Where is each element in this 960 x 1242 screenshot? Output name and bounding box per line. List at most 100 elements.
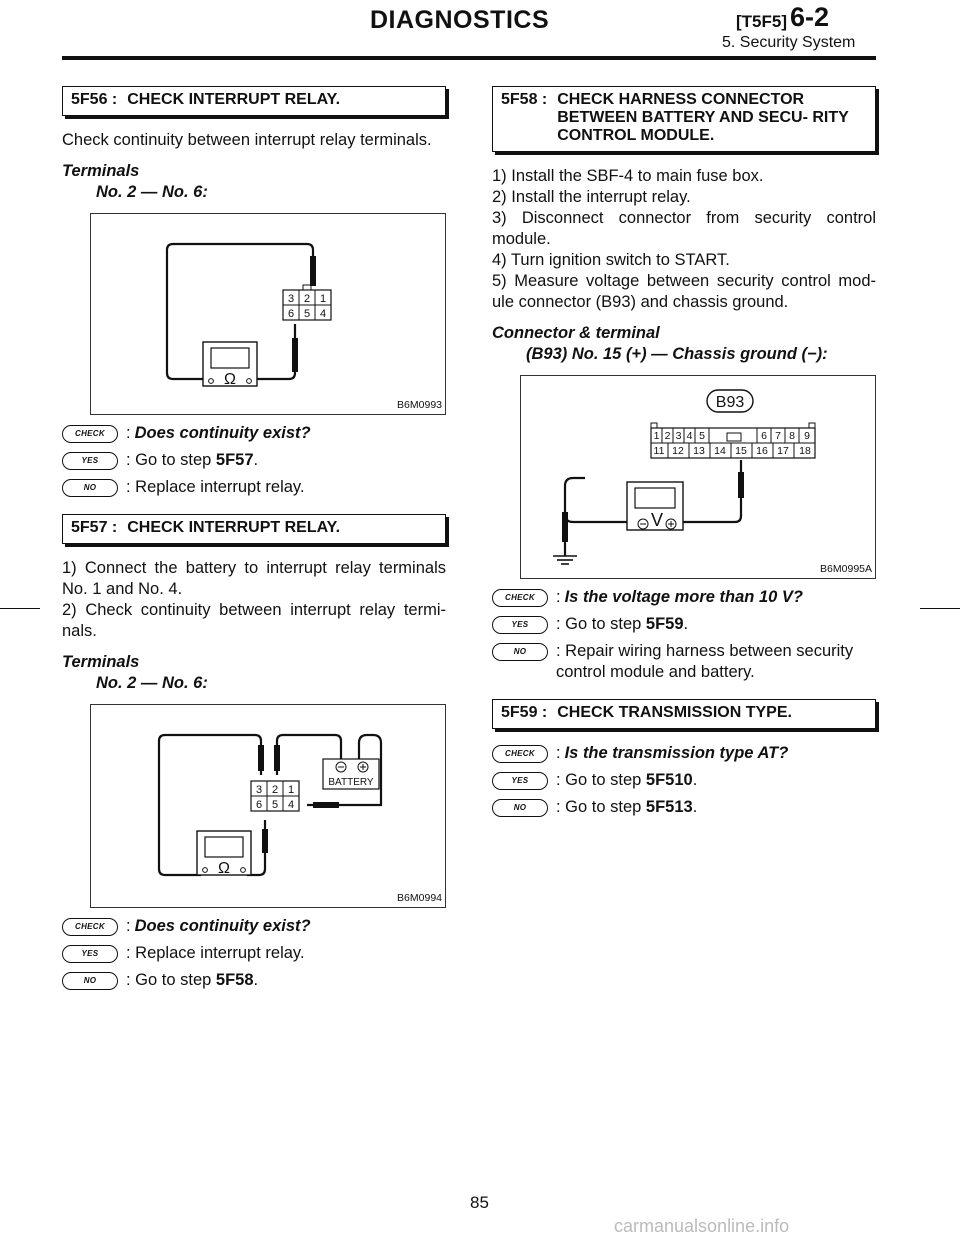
check-question: Is the voltage more than 10 V? bbox=[564, 588, 803, 606]
ohmmeter: Ω bbox=[202, 341, 258, 388]
svg-text:1: 1 bbox=[654, 430, 660, 442]
terminals-value: No. 2 — No. 6: bbox=[96, 674, 208, 692]
terminals-heading: Terminals bbox=[62, 653, 140, 671]
svg-text:2: 2 bbox=[304, 293, 310, 305]
yes-icon: YES bbox=[62, 452, 118, 470]
step-instruction: 5) Measure voltage between security cont… bbox=[492, 272, 876, 311]
svg-text:3: 3 bbox=[676, 430, 682, 442]
cut-mark-right bbox=[920, 608, 960, 609]
step-5f57-box: 5F57 : CHECK INTERRUPT RELAY. bbox=[62, 514, 446, 544]
connector-label: B93 bbox=[716, 394, 745, 411]
cut-mark-left bbox=[0, 608, 40, 609]
step-5f59-box: 5F59 : CHECK TRANSMISSION TYPE. bbox=[492, 699, 876, 729]
battery-lead bbox=[313, 802, 339, 808]
svg-text:5: 5 bbox=[699, 430, 705, 442]
no-text: : Go to step bbox=[126, 971, 216, 989]
svg-text:6: 6 bbox=[256, 799, 262, 811]
figure-b6m0995a: B93 1 bbox=[520, 375, 876, 579]
check-question: Is the transmission type AT? bbox=[564, 744, 789, 762]
relay-lead bbox=[258, 745, 264, 771]
left-column: 5F56 : CHECK INTERRUPT RELAY. Check cont… bbox=[62, 86, 446, 997]
svg-text:8: 8 bbox=[789, 430, 795, 442]
voltmeter: V bbox=[626, 481, 684, 531]
svg-text:6: 6 bbox=[288, 308, 294, 320]
figure-caption: B6M0994 bbox=[397, 892, 442, 904]
header-subtitle: 5. Security System bbox=[722, 34, 856, 51]
step-number: 5F58 : bbox=[501, 91, 548, 108]
svg-text:5: 5 bbox=[272, 799, 278, 811]
terminals-value: No. 2 — No. 6: bbox=[96, 183, 208, 201]
step-ref: 5F513 bbox=[645, 798, 693, 816]
yes-row: YES : Go to step 5F59. bbox=[492, 614, 876, 635]
svg-text:11: 11 bbox=[654, 445, 665, 457]
ohmmeter: Ω bbox=[196, 830, 252, 877]
figure-caption: B6M0993 bbox=[397, 399, 442, 411]
yes-icon: YES bbox=[492, 616, 548, 634]
svg-text:15: 15 bbox=[735, 445, 747, 457]
svg-text:1: 1 bbox=[320, 293, 326, 305]
yes-icon: YES bbox=[62, 945, 118, 963]
check-icon: CHECK bbox=[62, 425, 118, 443]
check-question: Does continuity exist? bbox=[134, 917, 311, 935]
check-icon: CHECK bbox=[62, 918, 118, 936]
svg-text:3: 3 bbox=[288, 293, 294, 305]
check-row: CHECK : Is the transmission type AT? bbox=[492, 743, 876, 764]
step-5f58-box: 5F58 : CHECK HARNESS CONNECTOR BETWEEN B… bbox=[492, 86, 876, 152]
check-row: CHECK : Does continuity exist? bbox=[62, 423, 446, 444]
check-row: CHECK : Does continuity exist? bbox=[62, 916, 446, 937]
step-instruction: 1) Install the SBF-4 to main fuse box. bbox=[492, 167, 764, 185]
step-instruction: 2) Check continuity between interrupt re… bbox=[62, 601, 446, 640]
no-text: : Repair wiring harness between security… bbox=[556, 642, 854, 681]
probe-lead bbox=[310, 256, 316, 286]
step-title: CHECK INTERRUPT RELAY. bbox=[127, 91, 341, 108]
yes-text: : Go to step bbox=[556, 771, 646, 789]
step-ref: 5F57 bbox=[215, 451, 254, 469]
yes-text: : Go to step bbox=[556, 615, 646, 633]
check-row: CHECK : Is the voltage more than 10 V? bbox=[492, 587, 876, 608]
step-number: 5F59 : bbox=[501, 704, 548, 721]
figure-caption: B6M0995A bbox=[820, 563, 872, 575]
connector-heading: Connector & terminal bbox=[492, 324, 660, 342]
yes-row: YES : Go to step 5F57. bbox=[62, 450, 446, 471]
header-rule bbox=[62, 56, 876, 60]
page-number: 85 bbox=[470, 1193, 489, 1212]
svg-text:2: 2 bbox=[665, 430, 671, 442]
svg-text:14: 14 bbox=[714, 445, 726, 457]
check-question: Does continuity exist? bbox=[134, 424, 311, 442]
yes-row: YES : Replace interrupt relay. bbox=[62, 943, 446, 964]
step-number: 5F57 : bbox=[71, 519, 118, 536]
probe-lead bbox=[562, 512, 568, 542]
svg-text:16: 16 bbox=[756, 445, 768, 457]
no-icon: NO bbox=[62, 479, 118, 497]
terminals-heading: Terminals bbox=[62, 162, 140, 180]
step-title: CHECK INTERRUPT RELAY. bbox=[127, 519, 341, 536]
step-title: CHECK HARNESS CONNECTOR BETWEEN BATTERY … bbox=[557, 91, 849, 144]
no-text: : Go to step bbox=[556, 798, 646, 816]
svg-text:4: 4 bbox=[288, 799, 294, 811]
no-row: NO : Replace interrupt relay. bbox=[62, 477, 446, 498]
check-icon: CHECK bbox=[492, 745, 548, 763]
step-instruction: 4) Turn ignition switch to START. bbox=[492, 251, 730, 269]
step-intro: Check continuity between interrupt relay… bbox=[62, 131, 432, 149]
voltmeter-connector-diagram: B93 1 bbox=[553, 389, 816, 565]
svg-text:5: 5 bbox=[304, 308, 310, 320]
check-icon: CHECK bbox=[492, 589, 548, 607]
header-title: DIAGNOSTICS bbox=[370, 6, 550, 34]
no-icon: NO bbox=[492, 799, 548, 817]
no-row: NO : Go to step 5F58. bbox=[62, 970, 446, 991]
no-text: : Replace interrupt relay. bbox=[126, 478, 305, 496]
step-ref: 5F58 bbox=[215, 971, 254, 989]
svg-text:6: 6 bbox=[761, 430, 767, 442]
yes-text: : Go to step bbox=[126, 451, 216, 469]
step-5f56-box: 5F56 : CHECK INTERRUPT RELAY. bbox=[62, 86, 446, 116]
no-row: NO : Repair wiring harness between secur… bbox=[492, 641, 876, 683]
svg-text:2: 2 bbox=[272, 784, 278, 796]
step-instruction: 1) Connect the battery to interrupt rela… bbox=[62, 559, 446, 598]
header-section: 6-2 bbox=[790, 2, 830, 32]
watermark: carmanualsonline.info bbox=[614, 1216, 790, 1236]
header-code: [T5F5] bbox=[736, 12, 787, 31]
